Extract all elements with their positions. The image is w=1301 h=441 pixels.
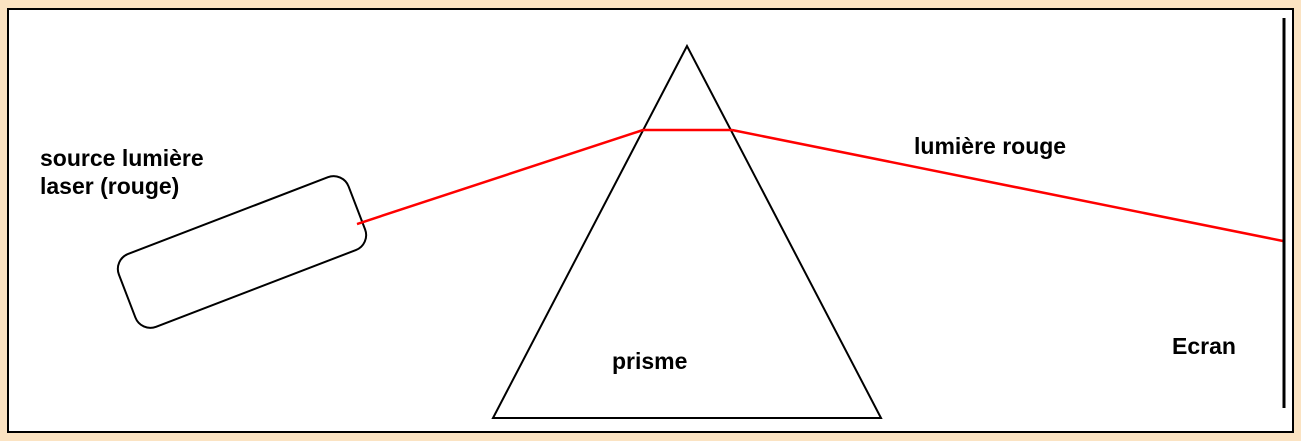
incident-beam (356, 128, 644, 226)
laser-source-label-line2: laser (rouge) (40, 173, 180, 199)
laser-source-label-line1: source lumière (40, 145, 204, 171)
emergent-beam (731, 128, 1284, 243)
laser-source-box (116, 175, 368, 329)
diagram-canvas: source lumière laser (rouge) lumière rou… (7, 8, 1294, 433)
screen-label: Ecran (1172, 333, 1236, 359)
prism-label: prisme (612, 348, 688, 374)
red-light-label: lumière rouge (914, 133, 1067, 159)
diagram-svg (116, 18, 1286, 419)
prism-triangle (491, 43, 883, 419)
laser-source-label: source lumière laser (rouge) (40, 144, 204, 200)
